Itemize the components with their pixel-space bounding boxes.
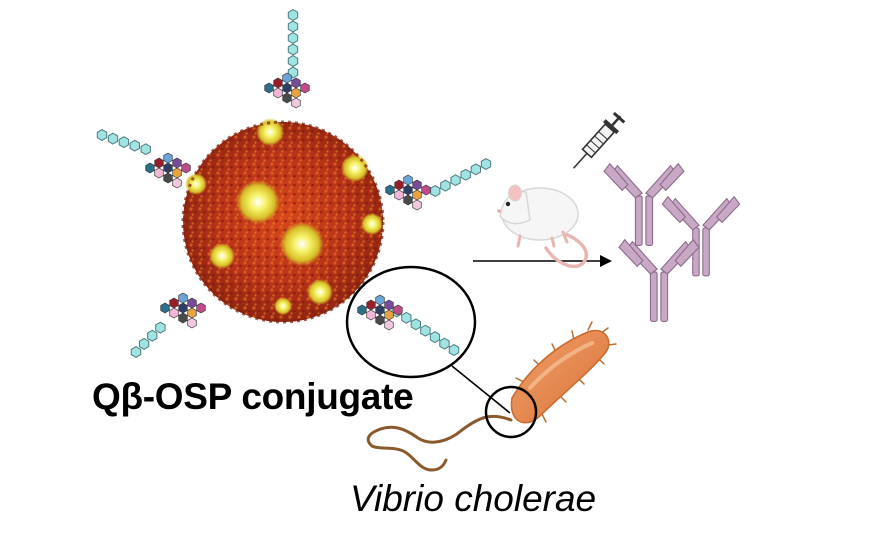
capsid-spot [307,279,333,305]
flagellum-icon [366,414,513,472]
sugar-chain-icon [96,129,191,189]
sugar-chain-icon [385,158,492,211]
conjugate-label: Qβ-OSP conjugate [92,376,414,417]
sugar-chain-icon [357,294,460,356]
capsid-spot [361,213,383,235]
zoom-connector-line [451,365,511,414]
zoom-circle [345,265,477,379]
virus-capsid-icon [181,118,385,324]
syringe-icon [572,111,626,169]
bacterium-label: Vibrio cholerae [350,478,597,519]
sugar-chain-icon [130,292,206,358]
capsid-spot [274,297,292,315]
capsid-spot [209,243,235,269]
capsid-spot [185,173,207,195]
antibody-group [603,162,741,322]
antibody-icon [661,195,741,277]
mouse-icon [497,184,588,269]
arrow-icon [473,255,612,267]
antibody-icon [603,162,685,246]
capsid-spot [280,222,324,266]
sugar-chain-icon [264,9,310,109]
bacterium-icon [366,321,617,472]
bacterium-zoom-circle [484,385,538,439]
capsid-spot [236,180,280,224]
sugar-chain-group [96,9,492,358]
capsid-spot [341,154,369,182]
antibody-icon [618,238,700,322]
